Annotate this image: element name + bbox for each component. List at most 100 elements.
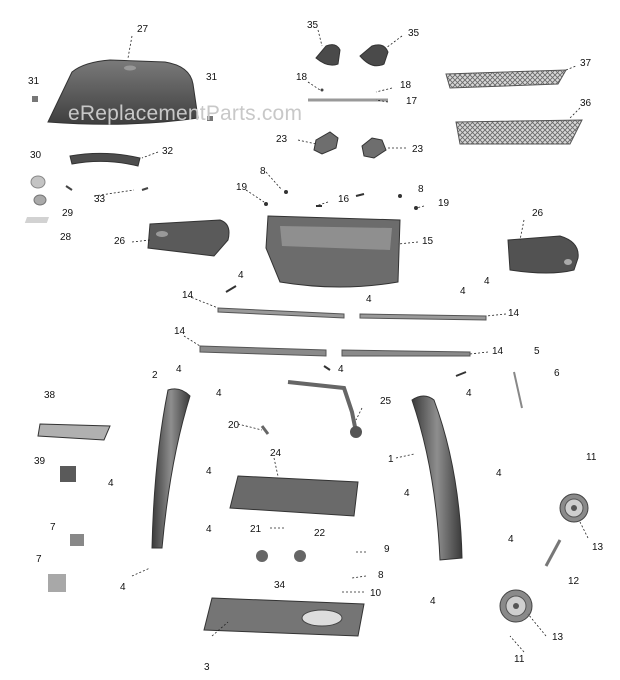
part-20: [260, 425, 270, 435]
side-shelf-right: [507, 235, 579, 274]
label-4-p: 4: [430, 596, 436, 607]
lid: [47, 59, 199, 125]
rail-upper-right: [359, 313, 487, 321]
label-4-i: 4: [206, 466, 212, 477]
label-39: 39: [34, 456, 46, 467]
screw-19-left: [264, 202, 268, 206]
valve-right: [361, 137, 387, 159]
rail-lower-left: [199, 345, 327, 357]
label-17: 17: [406, 96, 418, 107]
thermometer: [30, 175, 46, 189]
label-23-right: 23: [412, 144, 424, 155]
bracket-4-c: [323, 365, 331, 371]
grease-tray: [37, 423, 111, 441]
bolt-31-right: [207, 116, 213, 121]
label-21: 21: [250, 524, 262, 535]
label-26-right: 26: [532, 208, 544, 219]
label-14-b: 14: [508, 308, 520, 319]
label-7-a: 7: [50, 522, 56, 533]
label-22: 22: [314, 528, 326, 539]
part-7-upper: [70, 534, 84, 546]
label-16: 16: [338, 194, 350, 205]
label-6: 6: [554, 368, 560, 379]
label-13-a: 13: [592, 542, 604, 553]
label-18-right: 18: [400, 80, 412, 91]
label-19-left: 19: [236, 182, 248, 193]
label-4-o: 4: [120, 582, 126, 593]
label-26-left: 26: [114, 236, 126, 247]
control-knob-left: [315, 44, 341, 66]
label-4-e: 4: [176, 364, 182, 375]
label-25: 25: [380, 396, 392, 407]
rail-upper-left: [217, 307, 345, 319]
lid-vent: [124, 65, 136, 71]
label-4-f: 4: [338, 364, 344, 375]
label-14-d: 14: [492, 346, 504, 357]
label-13-b: 13: [552, 632, 564, 643]
grease-cup: [60, 466, 76, 482]
bolt-31-left: [32, 96, 38, 102]
label-29: 29: [62, 208, 74, 219]
label-27: 27: [137, 24, 149, 35]
label-4-m: 4: [206, 524, 212, 535]
firebox-inner: [280, 226, 392, 250]
valve-left: [313, 131, 339, 155]
rod-5: [513, 371, 523, 409]
label-1: 1: [388, 454, 394, 465]
label-3: 3: [204, 662, 210, 673]
rail-lower-right: [341, 349, 471, 357]
label-4-c: 4: [366, 294, 372, 305]
label-8-left: 8: [260, 166, 266, 177]
shelf-right-hole: [564, 259, 572, 265]
label-15: 15: [422, 236, 434, 247]
label-8-right: 8: [418, 184, 424, 195]
label-28: 28: [60, 232, 72, 243]
label-24: 24: [270, 448, 282, 459]
label-12: 12: [568, 576, 580, 587]
bezel: [33, 194, 47, 206]
label-23-left: 23: [276, 134, 288, 145]
label-37: 37: [580, 58, 592, 69]
label-2: 2: [152, 370, 158, 381]
label-11-a: 11: [586, 452, 597, 463]
bracket-4-a: [225, 285, 237, 293]
watermark: eReplacementParts.com: [68, 102, 302, 125]
handle-screw-left: [65, 185, 73, 191]
control-knob-right: [359, 44, 389, 67]
label-4-l: 4: [404, 488, 410, 499]
side-shelf-left: [147, 219, 230, 257]
label-38: 38: [44, 390, 56, 401]
part-7-lower: [48, 574, 66, 592]
leg-right: [411, 395, 463, 561]
label-31-right: 31: [206, 72, 218, 83]
cap-34-right: [294, 550, 306, 562]
shelf-left-hole: [156, 231, 168, 237]
label-20: 20: [228, 420, 240, 431]
label-4-k: 4: [108, 478, 114, 489]
label-10: 10: [370, 588, 382, 599]
wheel-lower: [499, 589, 533, 623]
axle: [544, 539, 562, 567]
bottom-shelf: [203, 597, 365, 637]
leg-left: [151, 388, 191, 549]
handle-screw-right: [141, 187, 149, 191]
leader-lines: [93, 29, 589, 653]
label-4-a: 4: [238, 270, 244, 281]
label-plate: [24, 217, 50, 223]
label-35-left: 35: [307, 20, 319, 31]
label-4-d: 4: [460, 286, 466, 297]
wheel-upper: [559, 493, 589, 523]
cooking-grate: [455, 119, 583, 145]
label-19-right: 19: [438, 198, 450, 209]
label-5: 5: [534, 346, 540, 357]
label-34: 34: [274, 580, 286, 591]
bracket-4-b: [455, 371, 467, 377]
label-31-left: 31: [28, 76, 40, 87]
gas-manifold: [287, 380, 358, 433]
label-4-b: 4: [484, 276, 490, 287]
label-18-left: 18: [296, 72, 308, 83]
label-32: 32: [162, 146, 174, 157]
part-labels: 27 31 31 35 35 37 18 18 17 36 23 23 30 3…: [28, 20, 604, 673]
